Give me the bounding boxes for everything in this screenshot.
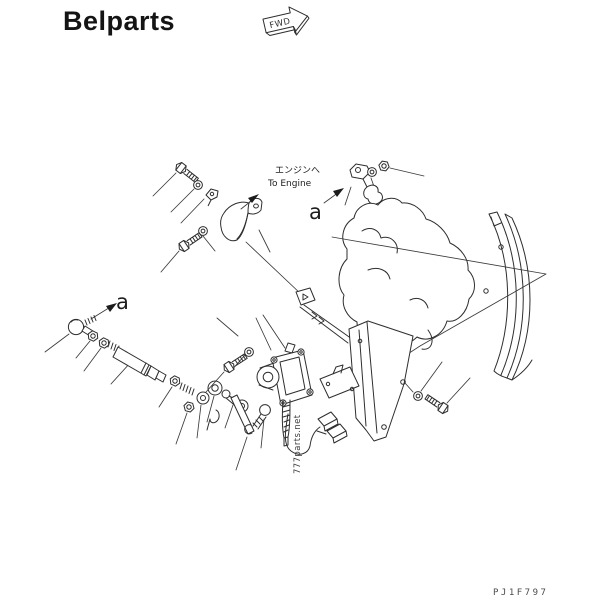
adjusting-rod [108, 341, 166, 382]
hex-nut [167, 374, 183, 388]
drawing-code: PJ1F797 [493, 588, 548, 598]
rod-end-eye [197, 392, 209, 404]
engine-assembly [332, 198, 546, 380]
flywheel-housing [484, 212, 532, 380]
hex-bolt [423, 392, 451, 416]
hex-bolt [173, 160, 201, 185]
marker-a-upper: a [309, 188, 344, 224]
wiring-harness [285, 412, 347, 454]
hex-nut [377, 160, 391, 172]
marker-a-lower-arrow-icon [106, 303, 117, 312]
to-engine-arrow-icon [248, 194, 259, 203]
mounting-bracket [320, 321, 470, 441]
pivot-bushing [208, 381, 222, 395]
wire-clip [364, 185, 383, 204]
throttle-linkage-group [45, 316, 270, 471]
watermark-text: 777parts.net [293, 414, 303, 474]
fwd-label: FWD [269, 17, 292, 32]
hex-nut [96, 336, 112, 350]
spring-hook [207, 410, 219, 430]
to-engine-callout: エンジンへ To Engine [241, 166, 320, 209]
hex-nut [182, 400, 196, 414]
marker-a-lower-label: a [116, 290, 129, 314]
motor-mount-plate [320, 367, 359, 398]
ball-joint-rod-end [68, 316, 96, 337]
motor-top-tab [285, 343, 295, 353]
flat-washer [193, 180, 203, 190]
engine-block [339, 198, 475, 345]
clip-group [345, 160, 424, 211]
connector-plug [327, 424, 346, 438]
snap-ring [245, 425, 252, 434]
wire-clamp [206, 189, 218, 206]
connector-plug [318, 412, 337, 426]
to-engine-label-jp: エンジンへ [275, 166, 320, 176]
lever-arm [296, 288, 352, 343]
marker-a-upper-arrow-icon [333, 188, 344, 197]
flat-washer [367, 167, 377, 177]
marker-a-lower: a [91, 290, 129, 319]
brand-logo: Belparts [63, 6, 176, 36]
flat-washer [244, 347, 254, 357]
fwd-direction-icon: FWD [262, 3, 312, 41]
flat-washer [413, 391, 423, 401]
marker-a-upper-label: a [309, 200, 322, 224]
motor-body [257, 363, 279, 390]
round-head-bolt [253, 405, 270, 429]
governor-motor-group [206, 315, 313, 446]
saddle-bracket [221, 198, 262, 240]
to-engine-label-en: To Engine [267, 179, 312, 189]
